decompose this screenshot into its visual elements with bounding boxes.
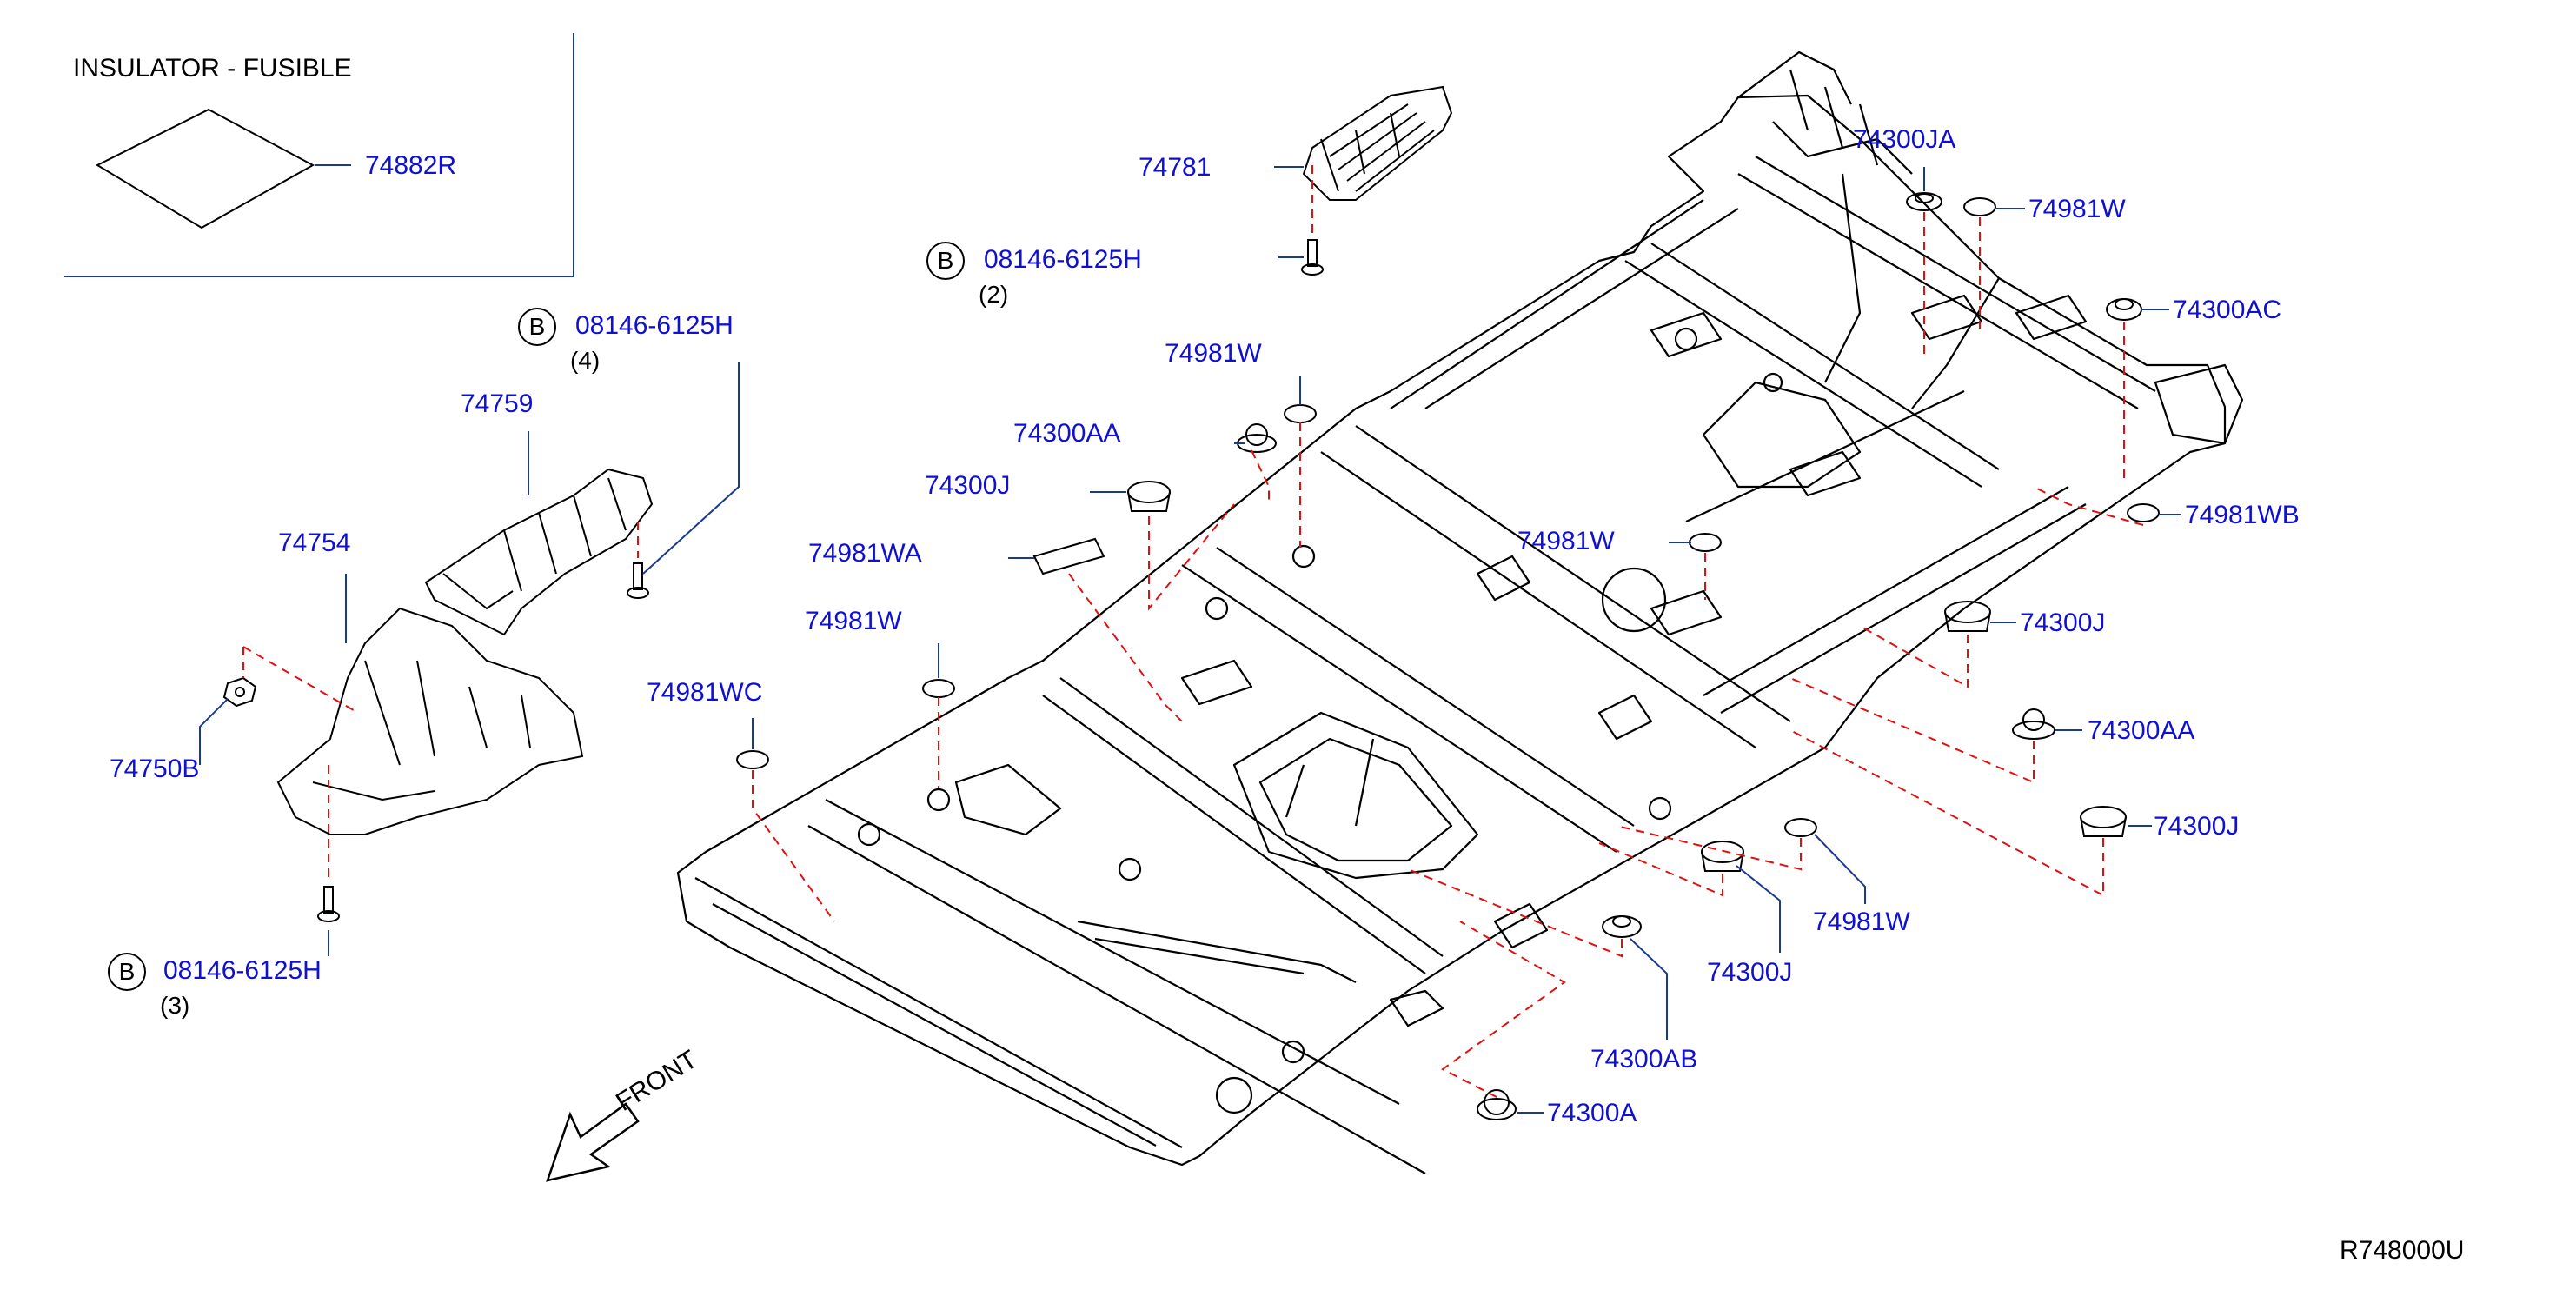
- part-label-74759[interactable]: 74759: [461, 389, 534, 418]
- plug-74300J-bottom-icon: [1701, 841, 1744, 872]
- nut-74750B-icon: [222, 676, 257, 708]
- insulator-diamond-icon: [95, 108, 351, 229]
- plug-74300AA-left-icon: [1237, 423, 1277, 453]
- part-label-74754[interactable]: 74754: [278, 529, 351, 557]
- legend-frame: [64, 33, 574, 277]
- bolt-3-icon: [317, 886, 340, 922]
- fasteners: [222, 192, 2160, 1120]
- part-label-74300J-left[interactable]: 74300J: [925, 471, 1011, 500]
- front-arrow-icon: [546, 1102, 640, 1182]
- plug-74300J-r1-icon: [1944, 601, 1991, 632]
- bolt-4-symbol: B: [518, 308, 556, 346]
- seal-74981W-right-icon: [1963, 197, 1996, 216]
- heat-shield-74781: [1302, 85, 1453, 201]
- plug-74300AC-icon: [2106, 298, 2142, 321]
- part-label-74981W-bottom[interactable]: 74981W: [1813, 908, 1910, 936]
- part-label-74981WA[interactable]: 74981WA: [808, 539, 922, 568]
- bolt-4-qty: (4): [570, 347, 601, 374]
- part-label-74981W-top[interactable]: 74981W: [1165, 339, 1262, 368]
- bolt-3-qty: (3): [160, 992, 190, 1019]
- plug-74300AA-right-icon: [2012, 708, 2055, 740]
- bolt-4-icon: [627, 562, 649, 599]
- seal-74981W-center-icon: [1689, 533, 1722, 552]
- seal-74981W-left-icon: [922, 679, 955, 698]
- bolt-4-part[interactable]: 08146-6125H: [575, 311, 734, 340]
- plug-74300J-r2-icon: [2080, 806, 2127, 837]
- part-label-74300AC[interactable]: 74300AC: [2173, 296, 2282, 324]
- part-label-74750B[interactable]: 74750B: [110, 755, 200, 783]
- part-label-74300AB[interactable]: 74300AB: [1590, 1045, 1698, 1074]
- leader-lines: [199, 166, 2181, 1114]
- bolt-2-symbol: B: [926, 242, 965, 280]
- part-label-74300AA-right[interactable]: 74300AA: [2088, 716, 2195, 745]
- plate-74981WA-icon: [1032, 537, 1105, 575]
- bolt-2-icon: [1301, 239, 1324, 276]
- plug-74300A-icon: [1477, 1089, 1517, 1120]
- plug-74300AB-icon: [1602, 915, 1642, 938]
- part-label-74981W-right[interactable]: 74981W: [2028, 195, 2126, 223]
- bolt-3-part[interactable]: 08146-6125H: [163, 956, 322, 985]
- part-label-74981WC[interactable]: 74981WC: [647, 678, 763, 707]
- heat-shield-74759: [424, 468, 654, 636]
- seal-74981W-top-icon: [1284, 404, 1317, 423]
- part-label-74300J-r1[interactable]: 74300J: [2020, 608, 2106, 637]
- seal-74981W-bottom-icon: [1784, 818, 1817, 837]
- part-label-74981W-left[interactable]: 74981W: [805, 607, 902, 635]
- part-label-74300A[interactable]: 74300A: [1547, 1099, 1637, 1127]
- legend-title: INSULATOR - FUSIBLE: [73, 54, 352, 83]
- bolt-2-qty: (2): [979, 281, 1009, 308]
- part-label-74781[interactable]: 74781: [1139, 153, 1212, 182]
- underbody-floor: [676, 50, 2244, 1174]
- seal-74981WB-icon: [2127, 503, 2160, 522]
- plug-74300J-left-icon: [1127, 481, 1171, 512]
- part-label-74882R[interactable]: 74882R: [365, 151, 457, 180]
- bolt-2-part[interactable]: 08146-6125H: [984, 245, 1142, 274]
- seal-74981WC-icon: [736, 750, 769, 769]
- part-label-74981WB[interactable]: 74981WB: [2185, 501, 2300, 529]
- plug-74300JA-icon: [1906, 192, 1942, 211]
- part-label-74300AA-left[interactable]: 74300AA: [1013, 419, 1121, 448]
- heat-shield-74754: [276, 607, 584, 835]
- diagram-code: R748000U: [2340, 1236, 2465, 1265]
- part-label-74300JA[interactable]: 74300JA: [1853, 125, 1956, 154]
- install-lines: [242, 165, 2144, 1098]
- bolt-3-symbol: B: [108, 953, 146, 991]
- part-label-74300J-r2[interactable]: 74300J: [2154, 812, 2240, 841]
- part-label-74300J-bottom[interactable]: 74300J: [1707, 958, 1793, 987]
- part-label-74981W-center[interactable]: 74981W: [1517, 527, 1615, 555]
